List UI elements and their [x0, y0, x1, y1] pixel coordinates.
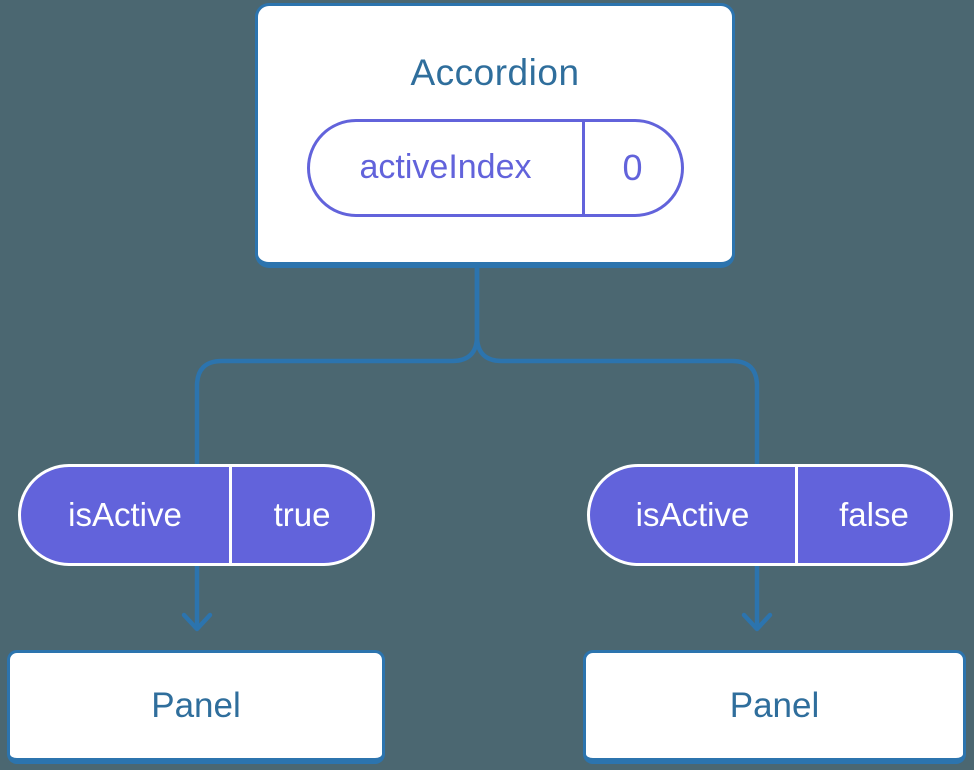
component-title: Panel [729, 685, 820, 725]
pill-divider [795, 467, 798, 563]
prop-pill-label: isActive [68, 496, 182, 533]
state-pill-value: 0 [622, 146, 643, 188]
branch-line-right [474, 264, 760, 629]
arrow-down-icon [741, 612, 773, 632]
pill-divider [581, 121, 585, 214]
component-title: Panel [151, 685, 241, 725]
arrow-down-icon [181, 612, 213, 632]
component-title: Accordion [410, 51, 580, 93]
state-pill-label: activeIndex [359, 148, 532, 186]
prop-pill: isActive true [18, 464, 375, 566]
accordion-component-box: Accordion activeIndex 0 [255, 3, 735, 268]
panel-component-box: Panel [583, 650, 966, 764]
panel-component-box: Panel [7, 650, 385, 764]
state-pill: activeIndex 0 [306, 118, 684, 217]
prop-pill-value: false [839, 496, 909, 533]
branch-line-left [194, 264, 480, 629]
pill-divider [229, 467, 232, 563]
prop-pill-value: true [273, 496, 331, 533]
prop-pill-label: isActive [635, 496, 750, 533]
prop-pill: isActive false [587, 464, 953, 566]
